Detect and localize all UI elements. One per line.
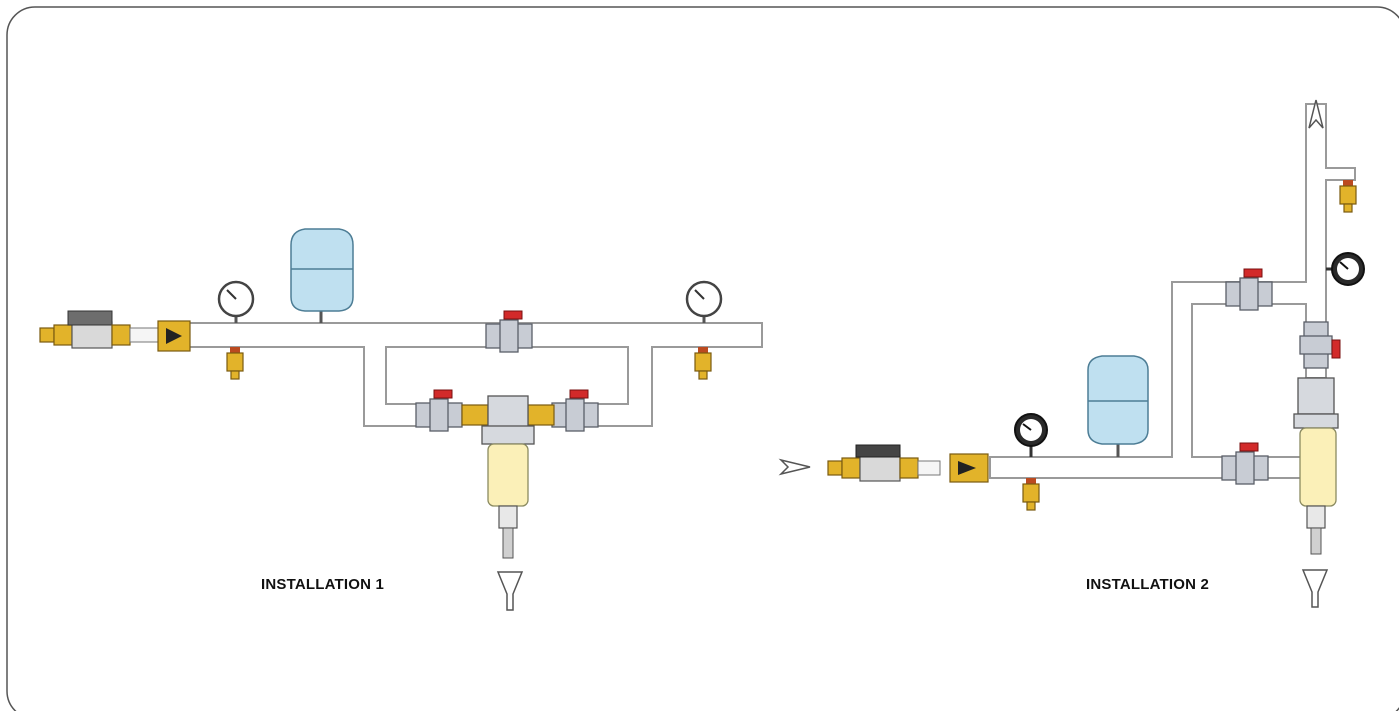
installation-2-label: INSTALLATION 2 xyxy=(1086,576,1210,593)
pressure-gauge-icon xyxy=(1326,252,1365,286)
flow-outlet-arrow-icon xyxy=(1308,99,1324,129)
pressure-gauge-icon xyxy=(217,280,255,323)
drain-funnel-icon xyxy=(496,571,524,611)
installation-2-diagram xyxy=(778,99,1365,608)
water-meter-icon xyxy=(827,444,941,482)
drain-tap-icon xyxy=(1022,478,1040,511)
expansion-tank-icon xyxy=(1087,355,1149,457)
drain-tap-icon xyxy=(694,347,712,380)
ball-valve-icon xyxy=(1299,321,1341,369)
ball-valve-icon xyxy=(1225,268,1273,311)
drain-tap-icon xyxy=(226,347,244,380)
flow-inlet-arrow-icon xyxy=(778,458,811,476)
main-pipe xyxy=(174,322,763,427)
ball-valve-icon xyxy=(415,389,463,432)
water-filter-icon xyxy=(461,395,555,559)
ball-valve-icon xyxy=(485,310,533,353)
installation-1-label: INSTALLATION 1 xyxy=(261,576,385,593)
drain-tap-icon xyxy=(1339,180,1357,213)
check-valve-icon xyxy=(157,320,191,352)
expansion-tank-icon xyxy=(290,228,354,323)
ball-valve-icon xyxy=(551,389,599,432)
water-filter-icon xyxy=(1293,377,1339,555)
pressure-gauge-icon xyxy=(685,280,723,323)
water-meter-icon xyxy=(39,310,161,349)
drain-funnel-icon xyxy=(1301,569,1329,608)
ball-valve-icon xyxy=(1221,442,1269,485)
installation-1-diagram xyxy=(39,228,763,611)
check-valve-icon xyxy=(949,453,989,483)
pressure-gauge-icon xyxy=(1014,413,1048,457)
